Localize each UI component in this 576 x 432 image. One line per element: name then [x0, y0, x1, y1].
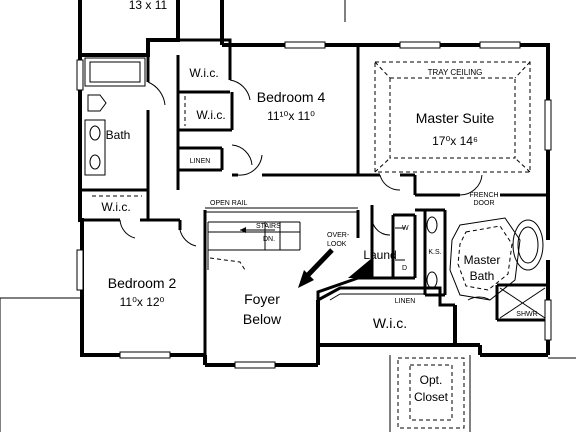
- opt-closet-line1: Opt.: [420, 373, 443, 387]
- laund-label: Laund: [363, 248, 396, 262]
- stairs-label: STAIRS: [256, 223, 281, 230]
- bedroom4-dims: 11¹⁰x 11⁰: [267, 109, 315, 123]
- open-rail-label: OPEN RAIL: [210, 200, 247, 207]
- overlook-label-1: OVER-: [327, 232, 350, 239]
- bath-label: Bath: [106, 128, 131, 142]
- linen-label-1: LINEN: [190, 158, 211, 165]
- w-label: W: [402, 225, 409, 232]
- overlook-label-2: LOOK: [327, 241, 347, 248]
- wic-label-3: W.i.c.: [101, 200, 130, 214]
- bath-fixtures: [84, 57, 186, 197]
- bedroom-top-dims: 13 x 11: [129, 0, 168, 12]
- shwr-label: SHWR: [516, 311, 537, 318]
- overlook-arrow: [298, 227, 405, 288]
- linen-label-2: LINEN: [395, 298, 416, 305]
- master-bath-line2: Bath: [470, 269, 495, 283]
- master-bath-line1: Master: [464, 253, 501, 267]
- opt-closet-line2: Closet: [414, 390, 449, 404]
- exterior-walls: [78, 0, 550, 367]
- wic-label-1: W.i.c.: [189, 66, 218, 80]
- tray-ceiling-label: TRAY CEILING: [428, 68, 483, 77]
- interior-walls: [82, 38, 548, 355]
- stairs: [207, 221, 301, 271]
- bedroom2-dims: 11⁰x 12⁰: [120, 295, 165, 309]
- wic-label-2: W.i.c.: [196, 108, 225, 122]
- windows: [76, 41, 552, 369]
- dn-label: DN.: [263, 236, 275, 243]
- bedroom2-name: Bedroom 2: [108, 275, 177, 291]
- d-label: D: [402, 265, 407, 272]
- master-suite-name: Master Suite: [416, 110, 495, 126]
- master-bath-fixtures: [426, 216, 546, 319]
- ks-label: K.S.: [428, 249, 441, 256]
- french-door-label-1: FRENCH: [469, 192, 498, 199]
- tray-ceiling: [374, 61, 531, 173]
- bedroom4-name: Bedroom 4: [257, 89, 326, 105]
- french-door-label-2: DOOR: [474, 200, 495, 207]
- foyer-line2: Below: [243, 311, 282, 327]
- opt-closet-outline: [397, 357, 465, 429]
- wic-label-4: W.i.c.: [373, 315, 407, 331]
- foyer-line1: Foyer: [244, 291, 280, 307]
- master-suite-dims: 17⁰x 14⁶: [432, 134, 478, 148]
